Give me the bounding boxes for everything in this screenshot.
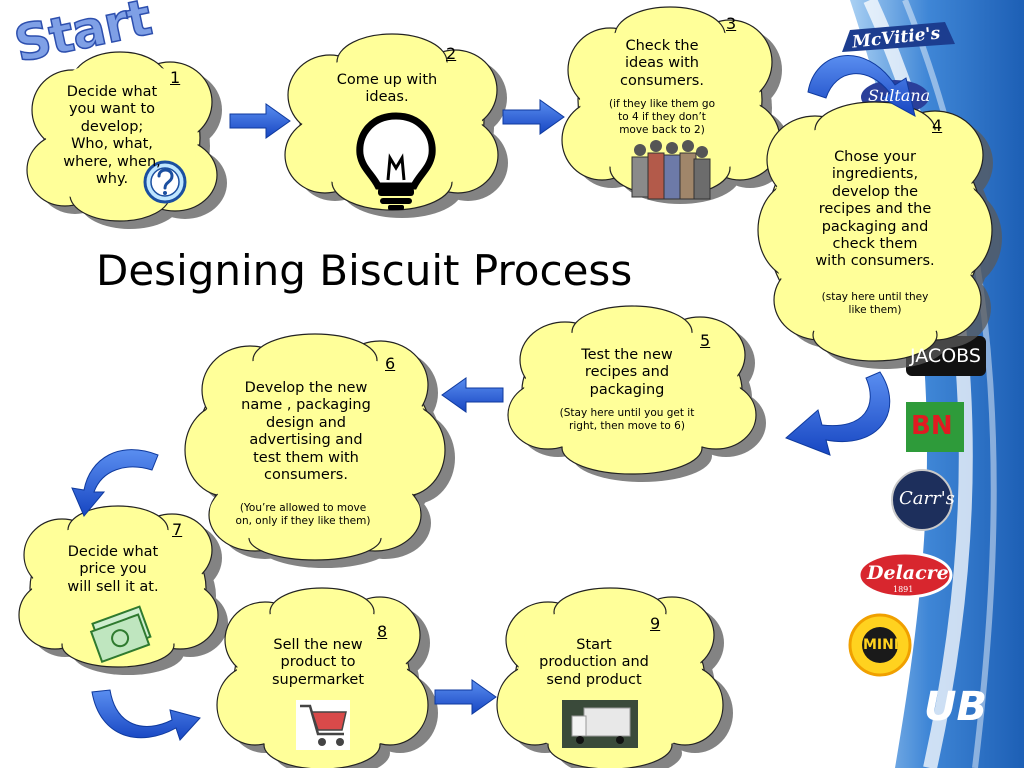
arrow-3-to-4 — [807, 55, 916, 117]
arrow-2-to-3 — [502, 99, 565, 135]
step-6-number: 6 — [385, 354, 396, 373]
arrow-1-to-2 — [229, 103, 291, 139]
delacre-logo-text: Delacre — [867, 562, 949, 584]
step-7-text: Decide what price you will sell it at. — [67, 544, 159, 595]
ub-logo-text: UB — [924, 684, 987, 730]
arrow-4-to-5 — [785, 371, 891, 456]
cloud-step-2 — [284, 33, 508, 218]
step-9-number: 9 — [650, 614, 661, 633]
step-4-number: 4 — [932, 116, 943, 135]
step-4-note: (stay here until they like them) — [821, 291, 929, 317]
cloud-step-8 — [216, 587, 438, 768]
cloud-step-3 — [561, 6, 790, 204]
bn-logo — [906, 402, 964, 452]
carrs-logo — [891, 469, 953, 531]
step-1-text: Decide what you want to develop; Who, wh… — [63, 84, 161, 187]
step-9-text: Start production and send product — [539, 637, 649, 688]
step-5-note: (Stay here until you get it right, then … — [559, 407, 695, 433]
step-1-number: 1 — [170, 68, 181, 87]
step-5-number: 5 — [700, 331, 711, 350]
carrs-logo-text: Carr's — [899, 488, 955, 509]
step-8-text: Sell the new product to supermarket — [271, 637, 365, 688]
step-3-note: (if they like them go to 4 if they don’t… — [608, 98, 716, 137]
arrow-6-to-7 — [71, 449, 159, 517]
step-5-text: Test the new recipes and packaging — [581, 347, 673, 398]
step-6-note: (You’re allowed to move on, only if they… — [235, 502, 371, 528]
step-3-number: 3 — [726, 14, 737, 33]
step-3-text: Check the ideas with consumers. — [620, 38, 704, 89]
jacobs-logo-text: JACOBS — [910, 345, 981, 367]
step-2-number: 2 — [446, 44, 457, 63]
sultana-logo-text: Sultana — [868, 86, 931, 105]
consumer-group-icon — [631, 140, 711, 200]
step-6-text: Develop the new name , packaging design … — [241, 380, 371, 483]
arrow-5-to-6 — [441, 377, 504, 413]
lightbulb-icon — [356, 112, 436, 210]
cloud-step-6 — [184, 333, 455, 568]
money-icon — [89, 605, 152, 664]
delivery-truck-icon — [562, 700, 638, 748]
shopping-cart-icon — [296, 700, 350, 750]
delacre-year-text: 1891 — [893, 585, 914, 594]
step-2-text: Come up with ideas. — [336, 72, 438, 106]
step-7-number: 7 — [172, 520, 183, 539]
cloud-step-4 — [757, 101, 1002, 369]
mini-logo — [848, 613, 912, 677]
arrow-8-to-9 — [434, 679, 497, 715]
step-4-text: Chose your ingredients, develop the reci… — [815, 149, 935, 270]
arrow-7-to-8 — [91, 689, 201, 741]
diagram-title: Designing Biscuit Process — [96, 246, 633, 295]
step-8-number: 8 — [377, 622, 388, 641]
cloud-step-5 — [507, 305, 766, 482]
question-mark-icon — [143, 160, 187, 204]
bn-logo-text: BN — [911, 411, 953, 441]
delacre-logo — [857, 551, 953, 599]
mini-logo-text: MINI — [863, 637, 900, 653]
mcvities-logo — [842, 22, 955, 52]
